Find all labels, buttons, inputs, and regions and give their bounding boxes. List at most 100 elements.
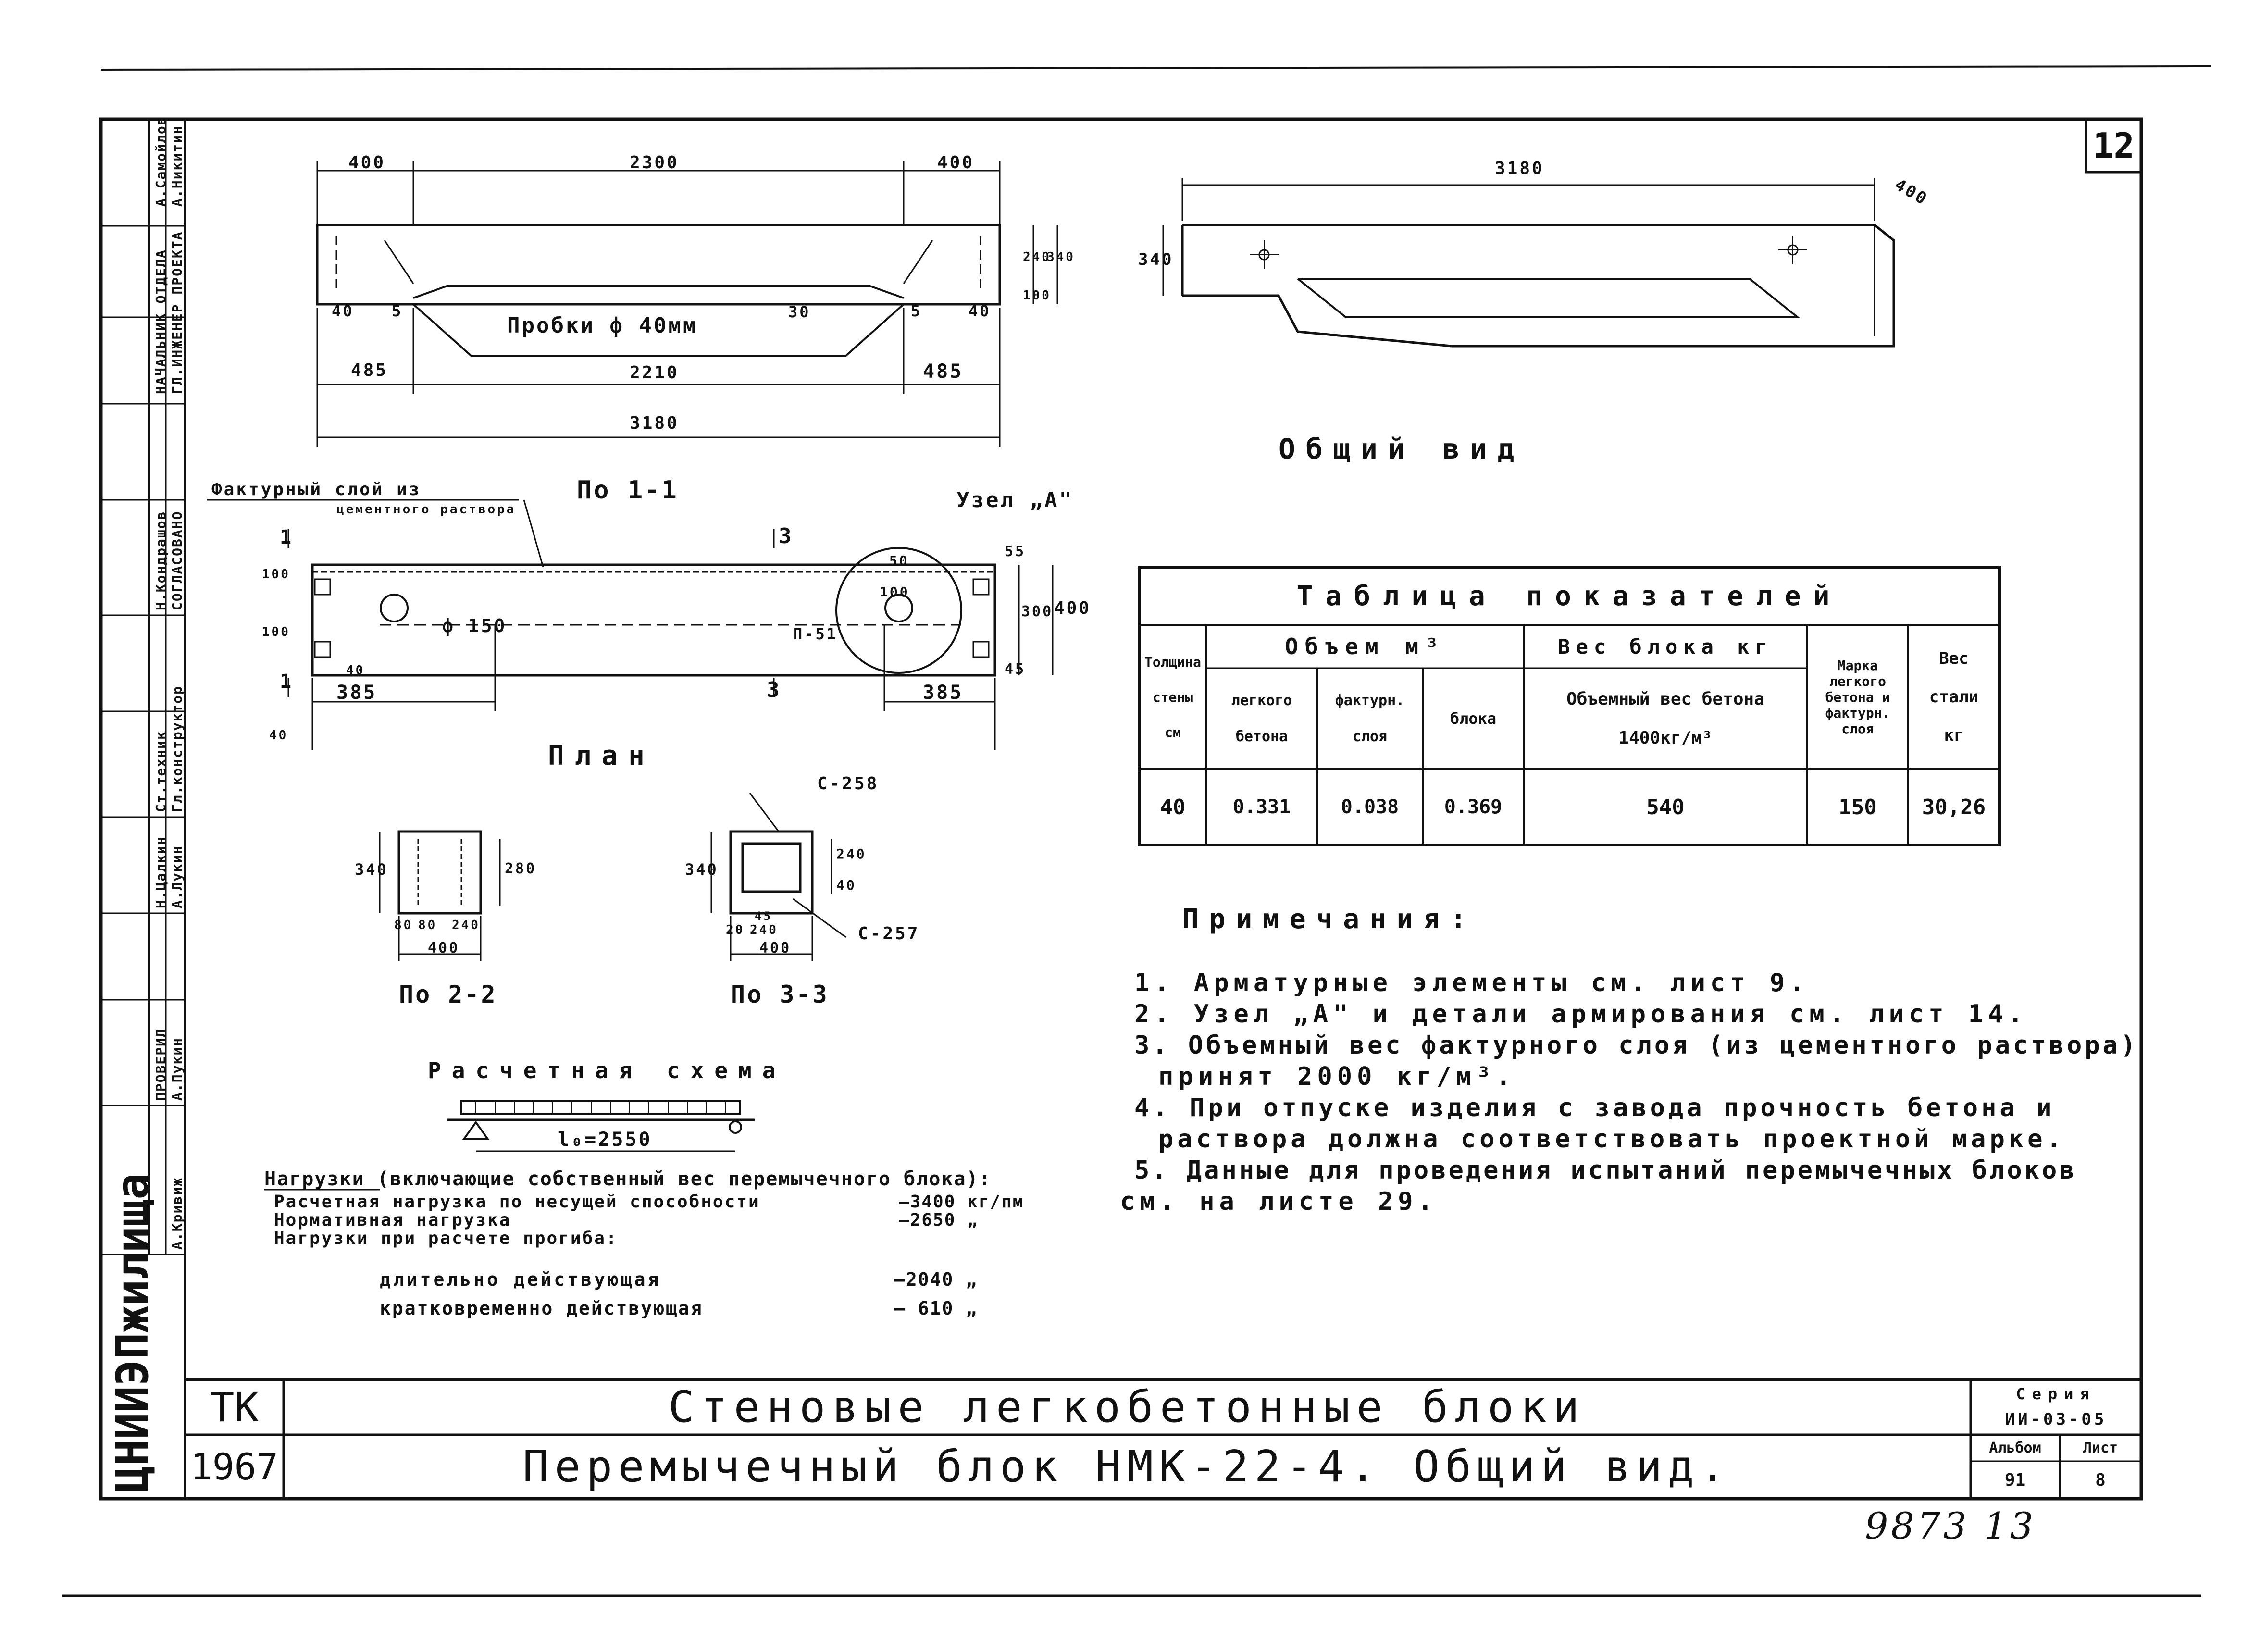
stamp-item: СОГЛАСОВАНО [169, 510, 185, 610]
dim-label: 45 [1005, 661, 1026, 678]
header-text: слоя [1841, 720, 1874, 737]
table-cell: 30,26 [1922, 795, 1986, 820]
table-header: фактурн. слоя [1317, 668, 1423, 769]
header-text: стены [1152, 689, 1193, 705]
dim-label: 30 [788, 303, 811, 321]
rebar-label: С-257 [858, 924, 920, 944]
note-line: 1. Арматурные элементы см. лист 9. [1134, 969, 1810, 997]
stamp-item: Н.Кондрашов [153, 510, 169, 610]
dim-label: 400 [937, 153, 975, 173]
dim-label: 100 [262, 567, 290, 582]
dim-label: 100 [262, 625, 290, 639]
dim-label: 240 [750, 923, 778, 937]
dim-label: 100 [1023, 288, 1051, 303]
dim-label: 3180 [1495, 159, 1544, 178]
dim-label: 240 [836, 846, 867, 862]
load-label: Нагрузки при расчете прогиба: [274, 1229, 618, 1248]
table-header: блока [1450, 709, 1497, 728]
section-caption: План [548, 740, 655, 771]
header-text: бетона и [1825, 689, 1890, 705]
stamp-item: А.Самойлов [153, 116, 169, 207]
section-mark: 1 [280, 671, 294, 693]
node-label: Узел „А" [956, 488, 1074, 512]
dim-label: 40 [836, 877, 857, 893]
sheet-number: 12 [2093, 125, 2135, 166]
header-text: стали [1929, 687, 1979, 707]
table-cell: 0.369 [1444, 796, 1503, 818]
dim-label: 2300 [630, 153, 679, 173]
section-mark: 1 [280, 526, 294, 548]
series-label: Серия [2016, 1385, 2096, 1403]
dim-label: 400 [759, 940, 792, 956]
note-line: 4. При отпуске изделия с завода прочност… [1134, 1093, 2055, 1122]
tk-label: ТК [210, 1383, 259, 1431]
view-caption: Общий вид [1279, 433, 1525, 465]
stamp-item: А.Кривиж [169, 1177, 185, 1250]
dim-label: 20 [726, 923, 745, 937]
note-line: 2. Узел „А" и детали армирования см. лис… [1134, 1000, 2028, 1029]
header-text: кг [1944, 726, 1964, 745]
table-header: Толщина стены см [1139, 625, 1206, 769]
dim-label: 385 [923, 682, 964, 704]
dim-label: 50 [889, 553, 909, 569]
load-value: —2040 „ [894, 1269, 978, 1290]
stamp-item: Гл.конструктор [169, 685, 185, 812]
header-text: легкого [1829, 673, 1886, 689]
load-label: Нормативная нагрузка [274, 1210, 511, 1230]
year-label: 1967 [190, 1445, 279, 1488]
dim-label: 55 [1005, 543, 1026, 560]
dim-label: 3180 [630, 413, 679, 433]
dim-label: 485 [351, 360, 388, 380]
dim-label: 300 [1021, 603, 1054, 620]
layer-label: Фактурный слой из [211, 480, 422, 499]
table-header: Объем м³ [1285, 633, 1445, 659]
dim-label: 40 [969, 302, 991, 320]
sheet-label: Лист [2083, 1440, 2118, 1456]
dim-label: 5 [911, 302, 922, 320]
header-text: Объемный вес бетона [1566, 689, 1764, 709]
header-text: Вес [1939, 649, 1969, 668]
load-value: —3400 кг/пм [899, 1192, 1024, 1212]
dim-label: 400 [428, 940, 460, 956]
load-value: — 610 „ [894, 1298, 978, 1319]
section-caption: По 2-2 [399, 981, 497, 1008]
album-value: 91 [2004, 1470, 2026, 1490]
stamp-item: НАЧАЛЬНИК ОТДЕЛА [153, 249, 169, 394]
dim-label: 40 [346, 663, 365, 678]
dim-label: 80 [418, 918, 437, 932]
calc-scheme-title: Расчетная схема [428, 1057, 786, 1083]
header-text: Толщина [1144, 654, 1201, 670]
table-header: легкого бетона [1206, 668, 1317, 769]
table-header: Вес блока кг [1558, 634, 1773, 658]
stamp-item: Н.Цалкин [153, 836, 169, 908]
load-value: —2650 „ [899, 1210, 979, 1230]
document-subtitle: Перемычечный блок НМК-22-4. Общий вид. [522, 1441, 1732, 1492]
stamp-item: А.Никитин [169, 125, 185, 207]
handwritten-code: 9873 13 [1865, 1504, 2036, 1547]
dim-label: 340 [1047, 250, 1075, 264]
album-label: Альбом [1989, 1440, 2041, 1456]
header-text: фактурн. [1335, 692, 1405, 709]
org-logo: ЦНИИЭПжилища [107, 1173, 158, 1492]
stamp-item: А.Пукин [169, 1037, 185, 1101]
section-mark: 3 [779, 524, 794, 548]
load-label: Расчетная нагрузка по несущей способност… [274, 1192, 760, 1212]
dim-label: 40 [332, 302, 354, 320]
layer-label: цементного раствора [336, 502, 516, 517]
table-cell: 540 [1646, 795, 1685, 820]
section-caption: По 3-3 [731, 981, 829, 1008]
dim-label: 400 [1054, 598, 1092, 618]
sheet-value: 8 [2095, 1470, 2106, 1490]
table-cell: 0.331 [1232, 796, 1291, 818]
loads-heading: Нагрузки (включающие собственный вес пер… [264, 1168, 992, 1190]
rebar-label: П-51 [793, 625, 838, 643]
note-line: см. на листе 29. [1120, 1187, 1438, 1216]
stamp-item: ПРОВЕРИЛ [153, 1028, 169, 1101]
stamp-item: Ст.техник [153, 731, 169, 812]
section-mark: 3 [767, 678, 782, 702]
dim-label: 400 [348, 153, 386, 173]
header-text: фактурн. [1825, 705, 1890, 721]
header-text: 1400кг/м³ [1618, 728, 1713, 748]
dim-label: 45 [755, 909, 772, 923]
